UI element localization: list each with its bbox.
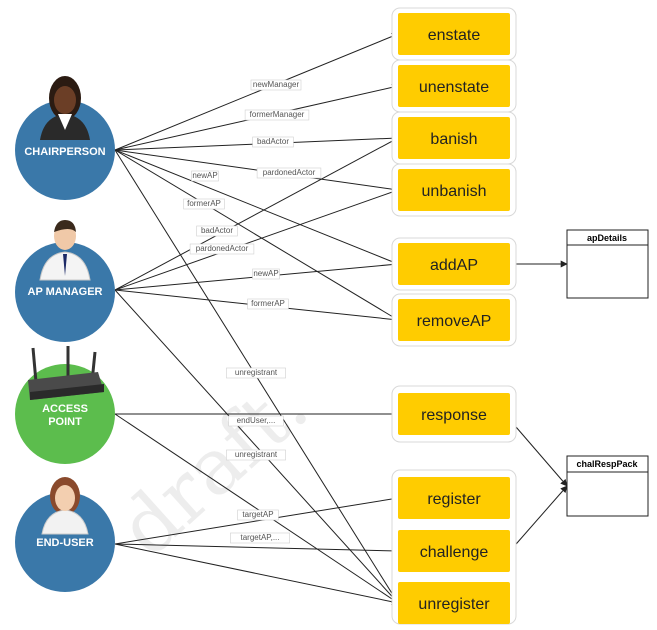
watermark-text: draft. <box>102 361 325 574</box>
edge-end_user-to-register <box>114 495 399 545</box>
edges-layer: newManager formerManager badActor pardonedA… <box>114 33 568 606</box>
edge-label: formerAP <box>251 299 285 308</box>
businessman-icon <box>39 220 91 281</box>
edge-label: newAP <box>192 171 217 180</box>
edge-label: endUser,... <box>237 416 276 425</box>
edge-label-background <box>252 136 294 148</box>
actor-label: CHAIRPERSON <box>24 146 105 158</box>
edge-ap_manager-to-unregister <box>114 289 399 604</box>
actor-access-point[interactable]: ACCESS POINT <box>15 346 115 464</box>
function-label: challenge <box>420 544 489 561</box>
entity-title: apDetails <box>587 233 627 243</box>
functions-layer: enstate unenstate banish unbanish addAP … <box>391 7 517 625</box>
function-label: banish <box>430 131 477 148</box>
edge-label-background <box>230 532 290 544</box>
function-label: response <box>421 407 487 424</box>
edge-challenge-to-chalRespPack <box>509 485 568 552</box>
function-addAP[interactable]: addAP <box>391 237 517 291</box>
edge-label-background <box>191 170 219 182</box>
function-label: register <box>427 491 481 508</box>
edge-label: badActor <box>201 226 233 235</box>
function-enstate[interactable]: enstate <box>391 7 517 61</box>
edge-response-to-chalRespPack <box>509 419 568 487</box>
edge-end_user-to-unregister <box>114 543 399 606</box>
edge-label: formerAP <box>187 199 221 208</box>
edge-ap_manager-to-banish <box>114 137 399 291</box>
edge-ap_manager-to-unbanish <box>114 188 399 291</box>
entity-chalRespPack[interactable]: chalRespPack <box>566 455 649 517</box>
edge-label: targetAP,... <box>241 533 280 542</box>
edge-chairperson-to-unbanish <box>114 149 399 193</box>
edge-label-background <box>247 298 289 310</box>
actor-label: AP MANAGER <box>28 286 103 298</box>
edge-label: newAP <box>253 269 278 278</box>
edge-chairperson-to-addAP <box>114 149 399 265</box>
actor-label-line-2: POINT <box>48 416 82 428</box>
function-unbanish[interactable]: unbanish <box>391 163 517 217</box>
edge-label-background <box>228 415 284 427</box>
edge-label: pardonedActor <box>263 168 316 177</box>
edge-label-background <box>256 167 322 179</box>
function-label: enstate <box>428 27 481 44</box>
function-banish[interactable]: banish <box>391 111 517 165</box>
edge-label-background <box>226 449 286 461</box>
function-removeAP[interactable]: removeAP <box>391 293 517 347</box>
entity-apDetails[interactable]: apDetails <box>566 229 649 299</box>
edge-label-background <box>183 198 225 210</box>
edge-label: newManager <box>253 80 300 89</box>
actor-chairperson[interactable]: CHAIRPERSON <box>15 76 115 200</box>
wireless-router-icon <box>28 346 104 400</box>
edge-label: unregistrant <box>235 368 278 377</box>
function-unenstate[interactable]: unenstate <box>391 59 517 113</box>
edge-label: formerManager <box>250 110 305 119</box>
edge-label: unregistrant <box>235 450 278 459</box>
edge-label-background <box>237 509 279 521</box>
actor-ap-manager[interactable]: AP MANAGER <box>15 220 115 342</box>
actor-label: END-USER <box>36 537 94 549</box>
function-challenge[interactable]: challenge <box>398 530 510 572</box>
edge-label-background <box>189 243 255 255</box>
function-response[interactable]: response <box>391 385 517 443</box>
edge-label: pardonedActor <box>196 244 249 253</box>
edge-label: badActor <box>257 137 289 146</box>
edge-label-background <box>252 268 280 280</box>
edge-chairperson-to-enstate <box>114 33 399 151</box>
edge-access_point-to-unregister <box>114 413 399 604</box>
edge-label-background <box>196 225 238 237</box>
function-label: unbanish <box>422 183 487 200</box>
function-label: removeAP <box>417 313 492 330</box>
edge-chairperson-to-removeAP <box>114 149 399 321</box>
edge-end_user-to-challenge <box>114 543 399 555</box>
edge-label-background <box>250 79 302 91</box>
businesswoman-icon <box>40 76 90 140</box>
actor-label-line-1: ACCESS <box>42 403 88 415</box>
edge-label: targetAP <box>242 510 273 519</box>
function-unregister[interactable]: unregister <box>398 582 510 624</box>
function-label: unenstate <box>419 79 489 96</box>
entity-title: chalRespPack <box>576 459 638 469</box>
function-label: unregister <box>418 596 490 613</box>
edge-label-background <box>226 367 286 379</box>
actor-end-user[interactable]: END-USER <box>15 477 115 592</box>
edge-label-background <box>244 109 310 121</box>
user-icon <box>41 477 89 535</box>
function-label: addAP <box>430 257 478 274</box>
